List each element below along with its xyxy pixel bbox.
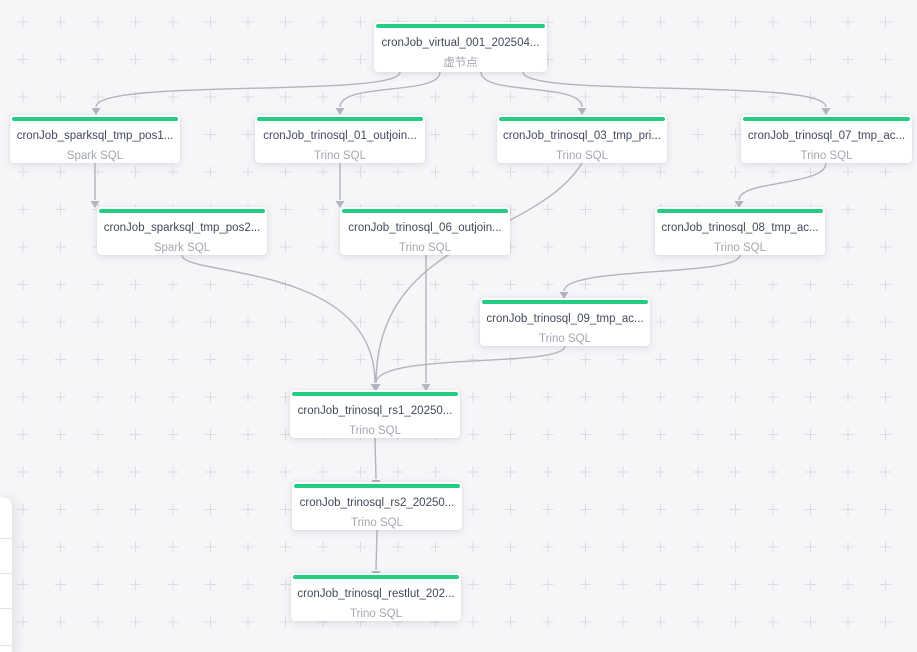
node-title: cronJob_trinosql_07_tmp_ac... — [747, 130, 906, 142]
node-status-accent-bar — [499, 117, 665, 121]
node-title: cronJob_trinosql_06_outjoin... — [348, 222, 502, 234]
node-title: cronJob_virtual_001_202504... — [381, 37, 540, 49]
dag-edge-sparksql_tmp_pos2-to-trinosql_rs1 — [181, 254, 376, 384]
dag-node-trinosql_07[interactable]: cronJob_trinosql_07_tmp_ac... Trino SQL — [741, 115, 912, 163]
node-status-accent-bar — [292, 392, 458, 396]
node-task-type-label: Trino SQL — [539, 333, 591, 345]
node-task-type-label: Trino SQL — [351, 517, 403, 529]
node-task-type-label: Spark SQL — [153, 242, 211, 254]
node-title: cronJob_trinosql_rs1_20250... — [297, 405, 453, 417]
drawer-row-divider — [0, 538, 12, 539]
node-title: cronJob_trinosql_rs2_20250... — [299, 497, 455, 509]
node-title: cronJob_trinosql_03_tmp_pri... — [503, 130, 661, 142]
dag-node-sparksql_tmp_pos1[interactable]: cronJob_sparksql_tmp_pos1... Spark SQL — [10, 115, 180, 163]
node-task-type-label: 虚节点 — [443, 57, 478, 69]
left-drawer-edge — [0, 497, 12, 652]
dag-node-sparksql_tmp_pos2[interactable]: cronJob_sparksql_tmp_pos2... Spark SQL — [97, 207, 267, 255]
node-status-accent-bar — [294, 484, 460, 488]
node-status-accent-bar — [342, 209, 508, 213]
dag-node-trinosql_08[interactable]: cronJob_trinosql_08_tmp_ac... Trino SQL — [655, 207, 825, 255]
dag-node-trinosql_rs1[interactable]: cronJob_trinosql_rs1_20250... Trino SQL — [290, 390, 460, 438]
dag-edge-trinosql_03-to-trinosql_rs1 — [375, 162, 583, 384]
node-status-accent-bar — [12, 117, 178, 121]
dag-node-trinosql_09[interactable]: cronJob_trinosql_09_tmp_ac... Trino SQL — [480, 298, 650, 346]
node-title: cronJob_sparksql_tmp_pos1... — [16, 130, 174, 142]
dag-node-trinosql_06[interactable]: cronJob_trinosql_06_outjoin... Trino SQL — [340, 207, 510, 255]
node-status-accent-bar — [743, 117, 910, 121]
dag-edge-trinosql_rs2-to-trinosql_restlut — [375, 529, 378, 571]
node-status-accent-bar — [482, 300, 648, 304]
dag-edge-trinosql_08-to-trinosql_09 — [563, 254, 741, 292]
node-title: cronJob_sparksql_tmp_pos2... — [103, 222, 261, 234]
node-status-accent-bar — [99, 209, 265, 213]
edge-arrow-icon — [821, 108, 831, 115]
node-title: cronJob_trinosql_01_outjoin... — [263, 130, 417, 142]
dag-node-virtual_001[interactable]: cronJob_virtual_001_202504... 虚节点 — [374, 22, 547, 72]
node-status-accent-bar — [376, 24, 545, 28]
dag-node-trinosql_restlut[interactable]: cronJob_trinosql_restlut_202... Trino SQL — [291, 573, 461, 621]
dag-edge-trinosql_07-to-trinosql_08 — [738, 162, 827, 201]
node-title: cronJob_trinosql_restlut_202... — [297, 588, 455, 600]
edge-arrow-icon — [577, 108, 587, 115]
node-title: cronJob_trinosql_09_tmp_ac... — [486, 313, 644, 325]
dag-node-trinosql_03[interactable]: cronJob_trinosql_03_tmp_pri... Trino SQL — [497, 115, 667, 163]
dag-edge-trinosql_09-to-trinosql_rs1 — [375, 345, 566, 384]
drawer-row-divider — [0, 645, 12, 646]
dag-edge-virtual_001-to-trinosql_03 — [480, 71, 583, 108]
dag-node-trinosql_01[interactable]: cronJob_trinosql_01_outjoin... Trino SQL — [255, 115, 425, 163]
node-task-type-label: Trino SQL — [399, 242, 451, 254]
edge-arrow-icon — [91, 108, 101, 115]
dag-edge-virtual_001-to-sparksql_tmp_pos1 — [95, 71, 401, 108]
node-status-accent-bar — [257, 117, 423, 121]
node-task-type-label: Trino SQL — [714, 242, 766, 254]
node-task-type-label: Spark SQL — [66, 150, 124, 162]
dag-edge-virtual_001-to-trinosql_07 — [522, 71, 827, 108]
node-task-type-label: Trino SQL — [800, 150, 853, 162]
node-title: cronJob_trinosql_08_tmp_ac... — [661, 222, 819, 234]
edge-arrow-icon — [335, 108, 345, 115]
dag-edge-trinosql_rs1-to-trinosql_rs2 — [374, 437, 377, 480]
node-status-accent-bar — [293, 575, 459, 579]
node-task-type-label: Trino SQL — [556, 150, 608, 162]
grid-cross-pattern — [17, 16, 891, 628]
node-task-type-label: Trino SQL — [350, 608, 402, 620]
drawer-row-divider — [0, 608, 12, 609]
node-status-accent-bar — [657, 209, 823, 213]
node-task-type-label: Trino SQL — [314, 150, 366, 162]
dag-edge-virtual_001-to-trinosql_01 — [339, 71, 441, 108]
dag-node-trinosql_rs2[interactable]: cronJob_trinosql_rs2_20250... Trino SQL — [292, 482, 462, 530]
drawer-row-divider — [0, 573, 12, 574]
node-task-type-label: Trino SQL — [349, 425, 401, 437]
